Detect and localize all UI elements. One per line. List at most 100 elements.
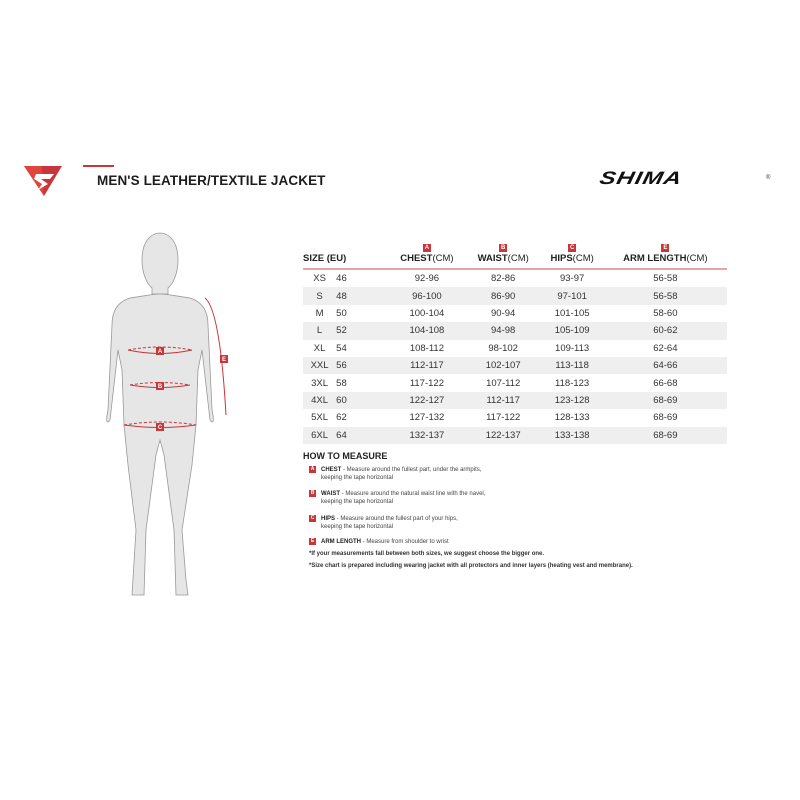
chest-cell: 122-127 [409, 394, 445, 406]
chest-cell: 92-96 [414, 273, 440, 285]
hips-cell: 101-105 [554, 307, 590, 319]
measure-desc-2: keeping the tape horizontal [321, 524, 394, 530]
chest-cell: 112-117 [410, 360, 444, 372]
hips-cell: 109-113 [555, 342, 590, 354]
size-label: L [316, 325, 323, 337]
size-eu: 56 [336, 360, 347, 372]
size-eu: 46 [336, 273, 347, 285]
table-row: 4XL 60 122-127 112-117 123-128 68-69 [303, 391, 727, 410]
hips-cell: 128-133 [554, 412, 590, 424]
hips-cell: 123-128 [554, 394, 590, 406]
measure-desc: - Measure around the natural waist line … [340, 491, 486, 497]
size-label: 4XL [311, 394, 329, 406]
arm-length-cell: 68-69 [653, 394, 678, 406]
measure-desc: - Measure around the fullest part of you… [335, 516, 458, 522]
waist-cell: 102-107 [485, 360, 521, 372]
chest-cell: 117-122 [409, 377, 444, 389]
arm-length-cell: 64-66 [653, 360, 678, 372]
waist-cell: 117-122 [486, 412, 521, 424]
title-accent-bar [83, 165, 114, 167]
col-size: SIZE (EU) [303, 253, 347, 264]
measure-name: HIPS [321, 516, 336, 522]
arm-length-cell: 62-64 [653, 342, 678, 354]
arm-length-cell: 56-58 [653, 273, 678, 285]
measure-item: B WAIST - Measure around the natural wais… [309, 490, 485, 506]
chest-cell: 100-104 [409, 307, 445, 319]
hips-cell: 97-101 [557, 290, 587, 302]
size-label: S [316, 290, 323, 302]
chest-cell: 108-112 [409, 342, 444, 354]
footnote: *Size chart is prepared including wearin… [309, 563, 633, 569]
size-label: 3XL [311, 377, 329, 389]
col-label: CHEST [400, 253, 433, 264]
size-eu: 64 [336, 429, 347, 441]
size-eu: 54 [336, 342, 347, 354]
col-label: WAIST [477, 253, 508, 264]
col-unit: (CM) [432, 253, 454, 264]
footnote: *If your measurements fall between both … [309, 551, 545, 557]
measure-desc: - Measure from shoulder to wrist [361, 539, 449, 545]
hips-cell: 93-97 [559, 273, 585, 285]
badge: A [309, 466, 316, 473]
size-eu: 62 [336, 412, 347, 424]
waist-cell: 82-86 [491, 273, 516, 285]
waist-cell: 94-98 [491, 325, 516, 337]
measure-name: WAIST [321, 491, 340, 497]
arm-length-cell: 68-69 [653, 429, 678, 441]
badge-c: C [568, 244, 577, 252]
waist-cell: 112-117 [486, 394, 520, 406]
size-label: 5XL [311, 412, 329, 424]
measure-desc-2: keeping the tape horizontal [321, 475, 394, 481]
col-unit: (CM) [507, 253, 529, 264]
size-eu: 48 [336, 290, 347, 302]
col-unit: (CM) [686, 253, 708, 264]
badge: B [309, 490, 316, 497]
size-eu: 58 [336, 377, 347, 389]
waist-cell: 86-90 [491, 290, 516, 302]
waist-cell: 98-102 [488, 342, 518, 354]
measure-name: ARM LENGTH [321, 539, 361, 545]
arm-length-cell: 66-68 [653, 377, 678, 389]
body-figure-illustration: A B C E [106, 232, 228, 596]
measure-name: CHEST [321, 467, 342, 473]
arm-length-cell: 68-69 [653, 412, 678, 424]
shima-logo: SHIMA [597, 168, 685, 189]
hips-cell: 118-123 [555, 377, 590, 389]
registered-mark: ® [766, 175, 771, 181]
measure-item: E ARM LENGTH - Measure from shoulder to w… [309, 538, 449, 546]
chest-cell: 132-137 [409, 429, 445, 441]
size-eu: 60 [336, 394, 347, 406]
badge-a: A [422, 244, 431, 252]
arm-length-cell: 60-62 [653, 325, 678, 337]
marker-c: C [158, 425, 163, 431]
size-label: 6XL [311, 429, 329, 441]
measure-item: C HIPS - Measure around the fullest part … [309, 515, 458, 531]
how-to-measure-title: HOW TO MEASURE [303, 451, 388, 461]
badge-e: E [661, 244, 670, 252]
chest-cell: 127-132 [409, 412, 445, 424]
marker-e: E [222, 357, 226, 363]
chest-cell: 104-108 [409, 325, 445, 337]
col-label: ARM LENGTH [623, 253, 687, 264]
size-eu: 52 [336, 325, 347, 337]
hips-cell: 133-138 [554, 429, 590, 441]
col-unit: (CM) [572, 253, 594, 264]
size-eu: 50 [336, 307, 347, 319]
badge: C [309, 515, 316, 522]
waist-cell: 90-94 [491, 307, 516, 319]
size-label: XL [313, 342, 326, 354]
badge: E [309, 538, 316, 545]
